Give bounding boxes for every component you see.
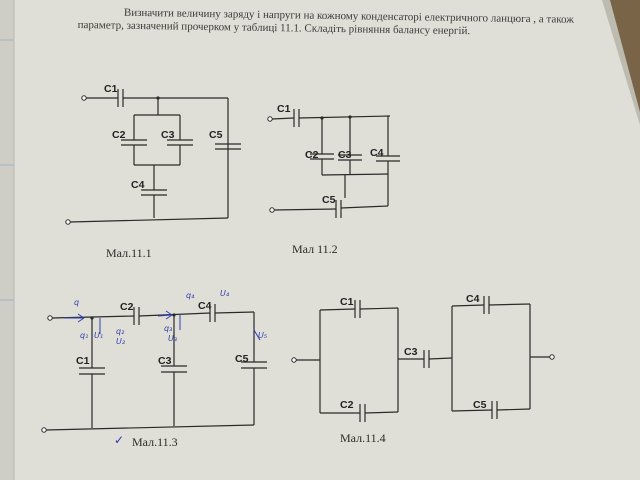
- page-edge-shadow: [602, 0, 640, 125]
- hand-note-u3: U₃: [168, 334, 177, 343]
- label-fig1-c2: C2: [112, 129, 126, 141]
- label-fig3-c4: C4: [198, 300, 212, 312]
- label-fig4-c5: C5: [473, 399, 487, 411]
- label-fig1-c5: C5: [209, 129, 223, 141]
- label-fig4-c2: C2: [340, 399, 354, 411]
- check-mark: ✓: [114, 433, 125, 447]
- label-fig2-c3: C3: [338, 149, 352, 161]
- label-fig3-c3: C3: [158, 355, 172, 367]
- label-fig2-c4: C4: [370, 147, 384, 159]
- left-page-strip: [0, 0, 14, 480]
- hand-note-q4: q₄: [186, 291, 195, 300]
- hand-note-q2: q₂: [116, 327, 125, 336]
- circuit-fig-11-4: [296, 296, 550, 422]
- label-fig2-c1: C1: [277, 103, 291, 115]
- circuit-fig-11-2: [271, 109, 400, 218]
- hand-note-q3: q₃: [164, 324, 172, 333]
- label-fig2-c5: C5: [322, 194, 336, 206]
- hand-note-q: q: [74, 298, 79, 307]
- label-fig3-c1: C1: [76, 355, 90, 367]
- hand-note-q1: q₁: [80, 331, 88, 340]
- label-fig1-c4: C4: [131, 179, 145, 191]
- caption-fig-11-3: Мал.11.3: [132, 435, 178, 449]
- label-fig3-c5: C5: [235, 353, 249, 365]
- label-fig1-c3: C3: [161, 129, 175, 141]
- label-fig4-c4: C4: [466, 293, 480, 305]
- label-fig2-c2: C2: [305, 149, 319, 161]
- hand-note-u4: U₄: [220, 289, 230, 298]
- hand-note-u5: U₅: [258, 331, 267, 340]
- label-fig4-c3: C3: [404, 346, 418, 358]
- circuit-fig-11-3: [45, 304, 267, 431]
- caption-fig-11-2: Мал 11.2: [292, 242, 338, 256]
- label-fig1-c1: C1: [104, 83, 118, 95]
- caption-fig-11-4: Мал.11.4: [340, 431, 386, 445]
- label-fig4-c1: C1: [340, 296, 354, 308]
- hand-note-u1: U₁: [94, 331, 103, 340]
- circuit-fig-11-1: [69, 89, 241, 223]
- hand-note-u2: U₂: [116, 337, 126, 346]
- label-fig3-c2: C2: [120, 301, 134, 313]
- caption-fig-11-1: Мал.11.1: [106, 246, 152, 260]
